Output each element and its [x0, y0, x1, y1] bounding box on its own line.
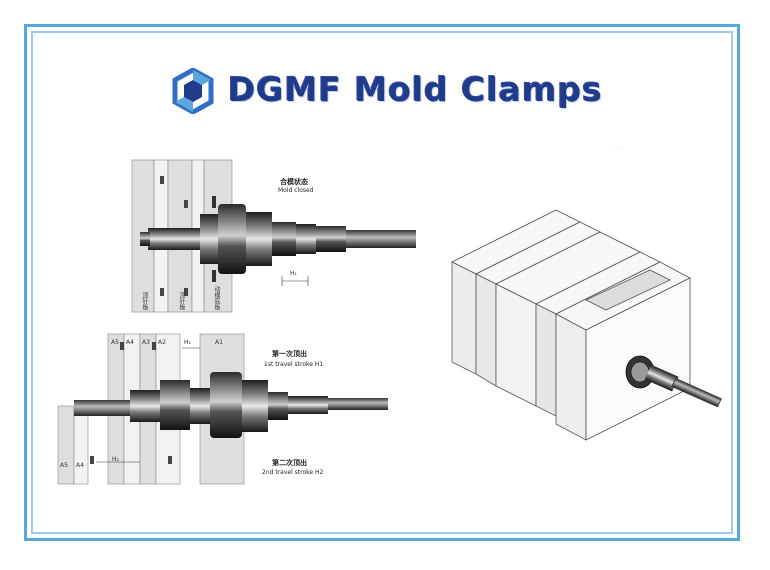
plate-label-a5: A5	[111, 339, 119, 346]
clamp-rod	[346, 230, 416, 248]
plate-label-3: 动模底板	[213, 286, 220, 310]
ejection-stroke-diagram	[57, 333, 388, 485]
plate-label-2: 顶针板	[178, 292, 185, 310]
dgmf-hexagon-logo-icon	[172, 68, 214, 114]
first-stroke-caption-cn: 第一次顶出	[272, 350, 307, 358]
first-stroke-caption-en: 1st travel stroke H1	[264, 361, 324, 368]
plate-label-1: 顶针板	[141, 292, 148, 310]
outer-border	[24, 24, 740, 541]
inner-border	[31, 31, 733, 534]
clamp-body	[218, 204, 246, 274]
dim-label-h1-bottom: H₁	[184, 339, 191, 346]
dim-label-h2: H₂	[112, 456, 119, 463]
mold-closed-caption-en: Mold closed	[278, 187, 314, 194]
dim-label-h1-top: H₁	[290, 270, 297, 277]
plate-label-a3: A3	[142, 339, 150, 346]
clamp-body-2	[210, 372, 242, 438]
plate-label-a4: A4	[126, 339, 134, 346]
watermark: · · · ·	[612, 145, 624, 151]
plate-label-a4-lower: A4	[76, 462, 84, 469]
mold-closed-caption-cn: 合模状态	[280, 178, 308, 186]
second-stroke-caption-cn: 第二次顶出	[272, 459, 307, 467]
mold-closed-diagram	[131, 159, 416, 313]
second-stroke-caption-en: 2nd travel stroke H2	[262, 469, 324, 476]
mold-3d-view	[451, 209, 722, 441]
plate-A4-lower	[73, 405, 89, 485]
plate-label-a2: A2	[158, 339, 166, 346]
header: DGMF Mold Clamps	[0, 64, 770, 120]
clamp-collar	[200, 214, 218, 264]
plate-A5-lower	[57, 405, 75, 485]
plate-label-a1: A1	[215, 339, 223, 346]
plate-label-a5-lower: A5	[60, 462, 68, 469]
page-title: DGMF Mold Clamps	[228, 70, 603, 109]
clamp-shaft	[148, 228, 202, 250]
